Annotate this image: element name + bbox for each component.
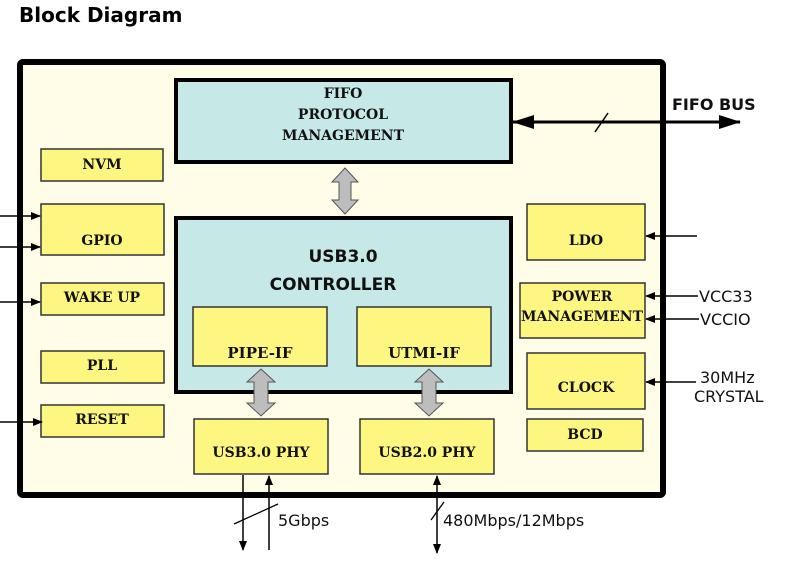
- usb3-speed-label: 5Gbps: [278, 511, 329, 530]
- vcc33-label: VCC33: [699, 287, 753, 306]
- gpio-block: GPIO: [0, 203, 165, 256]
- controller-label-line1: USB3.0: [308, 247, 377, 267]
- usb2-phy-block: USB2.0 PHY: [359, 418, 495, 475]
- nvm-label: NVM: [82, 157, 121, 173]
- bcd-block: BCD: [526, 418, 644, 452]
- usb3-phy-block: USB3.0 PHY: [193, 418, 329, 475]
- fifo-label-line1: FIFO: [324, 86, 363, 102]
- crystal-label-line2: CRYSTAL: [694, 387, 764, 406]
- usb3-phy-label: USB3.0 PHY: [212, 445, 310, 461]
- nvm-block: NVM: [40, 148, 164, 182]
- usb2-speed-label: 480Mbps/12Mbps: [443, 511, 584, 530]
- clock-block: CLOCK 30MHz CRYSTAL: [526, 352, 764, 410]
- bus-width-slash: [594, 112, 609, 133]
- fifo-label-line3: MANAGEMENT: [282, 128, 405, 144]
- fifo-controller-bus-arrow: [330, 167, 360, 215]
- power-label-line2: MANAGEMENT: [521, 309, 644, 325]
- crystal-label-line1: 30MHz: [700, 368, 755, 387]
- fifo-protocol-management-block: FIFO PROTOCOL MANAGEMENT: [174, 78, 513, 164]
- diagram-title: Block Diagram: [19, 3, 183, 27]
- usb3-slash: [233, 503, 279, 525]
- pipe-if-label: PIPE-IF: [227, 344, 293, 362]
- wake-up-label: WAKE UP: [63, 290, 141, 306]
- utmi-phy-bus-arrow: [413, 368, 445, 417]
- vccio-label: VCCIO: [700, 310, 751, 329]
- pipe-if-block: PIPE-IF: [192, 306, 328, 367]
- pll-block: PLL: [40, 350, 165, 384]
- reset-block: RESET: [0, 404, 165, 438]
- utmi-if-label: UTMI-IF: [388, 344, 460, 362]
- ldo-block: LDO: [526, 203, 697, 261]
- fifo-bus-label: FIFO BUS: [672, 95, 756, 114]
- power-management-block: POWER MANAGEMENT VCC33 VCCIO: [519, 282, 753, 339]
- usb2-signal: 480Mbps/12Mbps: [430, 475, 584, 554]
- bcd-label: BCD: [567, 427, 602, 443]
- power-label-line1: POWER: [552, 289, 613, 305]
- fifo-label-line2: PROTOCOL: [298, 107, 388, 123]
- wake-up-block: WAKE UP: [0, 282, 165, 316]
- ldo-label: LDO: [569, 233, 603, 249]
- pipe-phy-bus-arrow: [245, 368, 277, 417]
- controller-label-line2: CONTROLLER: [270, 275, 397, 295]
- usb2-phy-label: USB2.0 PHY: [378, 445, 476, 461]
- pll-label: PLL: [87, 358, 117, 374]
- utmi-if-block: UTMI-IF: [356, 306, 492, 367]
- clock-label: CLOCK: [558, 380, 615, 396]
- reset-label: RESET: [75, 412, 129, 428]
- fifo-bus-signal: FIFO BUS: [512, 95, 756, 133]
- gpio-label: GPIO: [81, 233, 122, 249]
- usb3-signal: 5Gbps: [233, 475, 329, 551]
- usb2-slash: [430, 501, 445, 521]
